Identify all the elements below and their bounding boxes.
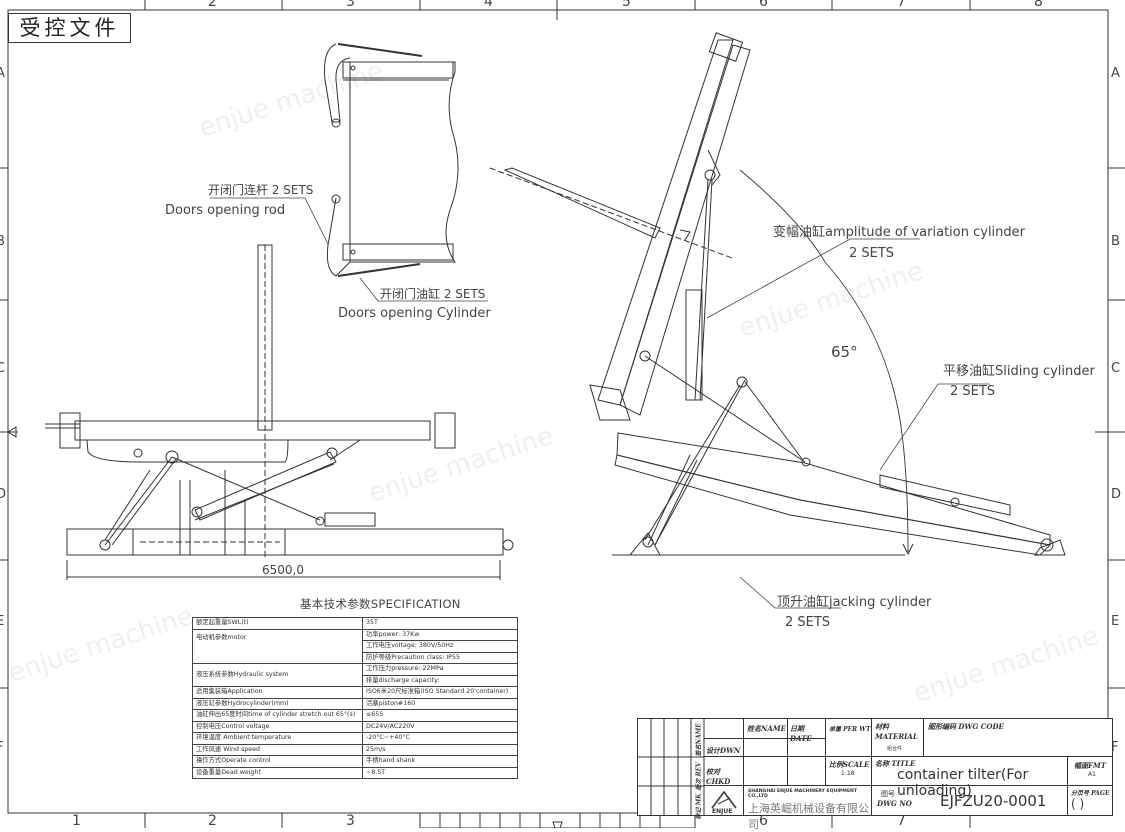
table-row: 油缸伸出65度时间time of cylinder stretch out 65… — [192, 709, 518, 722]
table-row: 环境温度 Ambient temperature-20°C~+40°C — [192, 732, 518, 745]
table-row: 液压缸参数Hydrocylinder(mm)活塞piston#160 — [192, 697, 518, 710]
table-row: 额定起重量SWL(t)35T — [192, 617, 518, 630]
page-cell: 分页号 PAGE( ) — [1071, 790, 1110, 811]
title-block-grid — [638, 719, 705, 815]
title-block: 签名NAME 版次 REV 标记 MK 姓名NAME 日期DATE 单重 PER… — [637, 718, 1113, 831]
callout-jacking-sets: 2 SETS — [785, 615, 831, 630]
company-logo: ENJUE — [704, 786, 744, 815]
column-label: 5 — [622, 0, 631, 10]
company-cell: SHANGHAI ENJUE MACHINERY EQUIPMENT CO.,L… — [744, 786, 872, 831]
column-label: 1 — [72, 813, 81, 829]
column-label: 7 — [897, 813, 906, 829]
row-label: B — [1111, 234, 1120, 249]
column-label: 7 — [897, 0, 906, 10]
dwg-code-cell: 图形编码 DWG CODE — [924, 719, 1112, 757]
column-label: 8 — [1034, 0, 1043, 10]
enjue-logo-icon: ENJUE — [711, 790, 737, 815]
side-mk-label: 标记 MK — [695, 793, 703, 820]
column-label: 2 — [208, 0, 217, 10]
column-label: 3 — [346, 0, 355, 10]
row-label: E — [1111, 614, 1120, 629]
column-label: 6 — [759, 0, 768, 10]
dimension-length: 6500,0 — [262, 563, 304, 577]
designed-by-label: 设计DWN — [704, 739, 744, 757]
table-row: 防护等级Precaution class: IP55 — [193, 651, 518, 664]
callout-amplitude-sets: 2 SETS — [849, 246, 895, 261]
row-label: C — [1111, 361, 1121, 376]
callout-doors-rod-sets: 开闭门连杆 2 SETS — [208, 183, 314, 197]
row-label: F — [1111, 740, 1119, 755]
row-label: C — [0, 361, 6, 376]
name-header: 姓名NAME — [744, 719, 788, 739]
row-label: A — [1111, 66, 1120, 81]
table-row: 排量discharge capacity: — [193, 674, 518, 687]
designer-date[interactable] — [788, 739, 826, 757]
callout-doors-cylinder: Doors opening Cylinder — [338, 306, 491, 321]
angle-label: 65° — [831, 343, 858, 361]
row-label: F — [0, 740, 3, 755]
callout-jacking-cylinder: 顶升油缸jacking cylinder — [777, 595, 932, 610]
callout-amplitude-cylinder: 变幅油缸amplitude of variation cylinder — [773, 225, 1026, 240]
column-label: 4 — [484, 0, 493, 10]
callout-doors-rod: Doors opening rod — [165, 203, 286, 218]
table-row: 设备重量Dead weight~8.5T — [192, 766, 518, 779]
callout-doors-cylinder-sets: 开闭门油缸 2 SETS — [380, 287, 486, 301]
callout-sliding-cylinder: 平移油缸Sliding cylinder — [943, 364, 1095, 379]
checked-by-label: 校对CHKD — [704, 757, 744, 786]
drawing-title: container tilter(For unloading) — [897, 767, 1029, 799]
callout-sliding-sets: 2 SETS — [950, 384, 996, 399]
designer-name[interactable] — [744, 739, 788, 757]
checker-date[interactable] — [788, 757, 826, 786]
row-label: D — [1111, 487, 1122, 502]
row-label: A — [0, 66, 5, 81]
table-row: 工作电压voltage: 380V/50Hz — [193, 640, 518, 653]
row-label: D — [0, 487, 7, 502]
column-label: 3 — [346, 813, 355, 829]
drawing-number: EJFZU20-0001 — [940, 792, 1047, 810]
row-label: E — [0, 614, 5, 629]
date-header: 日期DATE — [788, 719, 826, 743]
column-label: 2 — [208, 813, 217, 829]
side-name-label: 签名NAME — [695, 723, 703, 757]
checker-name[interactable] — [744, 757, 788, 786]
svg-text:ENJUE: ENJUE — [712, 808, 732, 815]
controlled-document-stamp: 受控文件 — [8, 13, 131, 43]
spec-title: 基本技术参数SPECIFICATION — [300, 597, 461, 611]
row-label: B — [0, 234, 5, 249]
per-weight-header: 单重 PER WT — [826, 719, 872, 757]
column-label: 6 — [759, 813, 768, 829]
